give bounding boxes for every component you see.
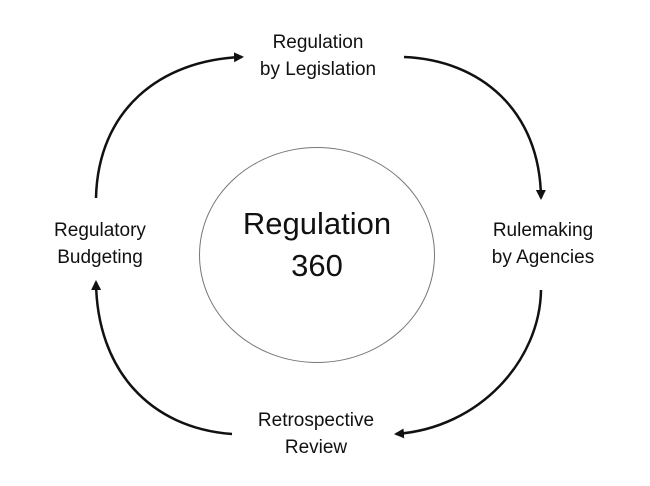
arrow-legislation-to-rulemaking: [403, 55, 546, 200]
center-circle: [199, 147, 435, 363]
arrow-rulemaking-to-review: [394, 289, 543, 439]
stage-label-budgeting: Regulatory Budgeting: [54, 220, 146, 268]
center-title: Regulation 360: [242, 206, 392, 283]
stage-label-review: Retrospective Review: [257, 410, 375, 458]
arrow-budgeting-to-legislation: [94, 52, 244, 199]
stage-label-rulemaking: Rulemaking by Agencies: [491, 220, 595, 268]
stage-label-legislation: Regulation by Legislation: [259, 32, 377, 80]
arrow-review-to-budgeting: [91, 280, 233, 436]
